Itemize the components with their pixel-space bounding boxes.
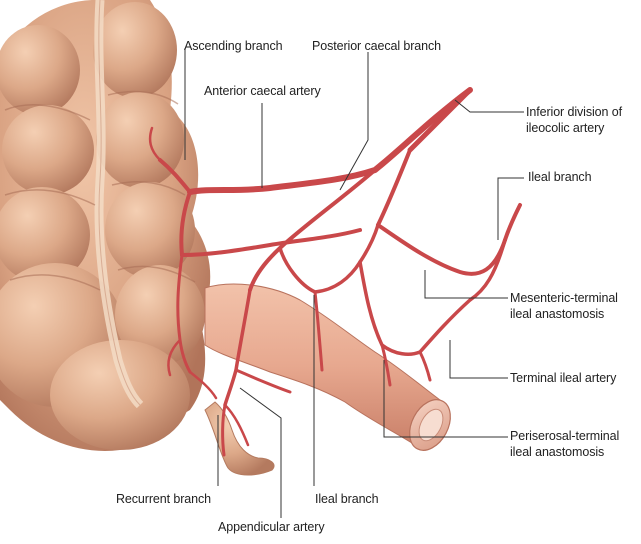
label-mesenteric-terminal-line1: Mesenteric-terminal bbox=[510, 291, 618, 305]
leader-periserosal bbox=[383, 360, 508, 438]
artery-network bbox=[148, 87, 522, 457]
label-ileal-branch-right: Ileal branch bbox=[528, 170, 592, 184]
label-periserosal-terminal-line1: Periserosal-terminal bbox=[510, 429, 620, 443]
leader-lines bbox=[184, 48, 524, 518]
colon bbox=[0, 0, 211, 451]
label-ileal-branch-bottom: Ileal branch bbox=[315, 492, 379, 506]
label-terminal-ileal-artery: Terminal ileal artery bbox=[510, 371, 617, 385]
leader-mesenteric-terminal bbox=[424, 270, 508, 299]
leader-terminal-ileal bbox=[449, 340, 508, 379]
leader-inferior-division bbox=[454, 99, 524, 113]
leader-ileal-branch-right bbox=[497, 177, 524, 240]
leader-appendicular bbox=[239, 387, 282, 518]
label-mesenteric-terminal-line2: ileal anastomosis bbox=[510, 307, 605, 321]
leader-posterior-caecal bbox=[339, 52, 369, 191]
label-inferior-division-line2: ileocolic artery bbox=[526, 121, 605, 135]
label-recurrent-branch: Recurrent branch bbox=[116, 492, 211, 506]
label-ascending-branch: Ascending branch bbox=[184, 39, 283, 53]
appendix bbox=[204, 401, 275, 476]
inferior-division-trunk bbox=[187, 87, 473, 195]
label-appendicular-artery: Appendicular artery bbox=[218, 520, 325, 534]
label-posterior-caecal-branch: Posterior caecal branch bbox=[312, 39, 442, 53]
label-inferior-division-line1: Inferior division of bbox=[526, 105, 622, 119]
label-periserosal-terminal-line2: ileal anastomosis bbox=[510, 445, 605, 459]
label-anterior-caecal-artery: Anterior caecal artery bbox=[204, 84, 321, 98]
